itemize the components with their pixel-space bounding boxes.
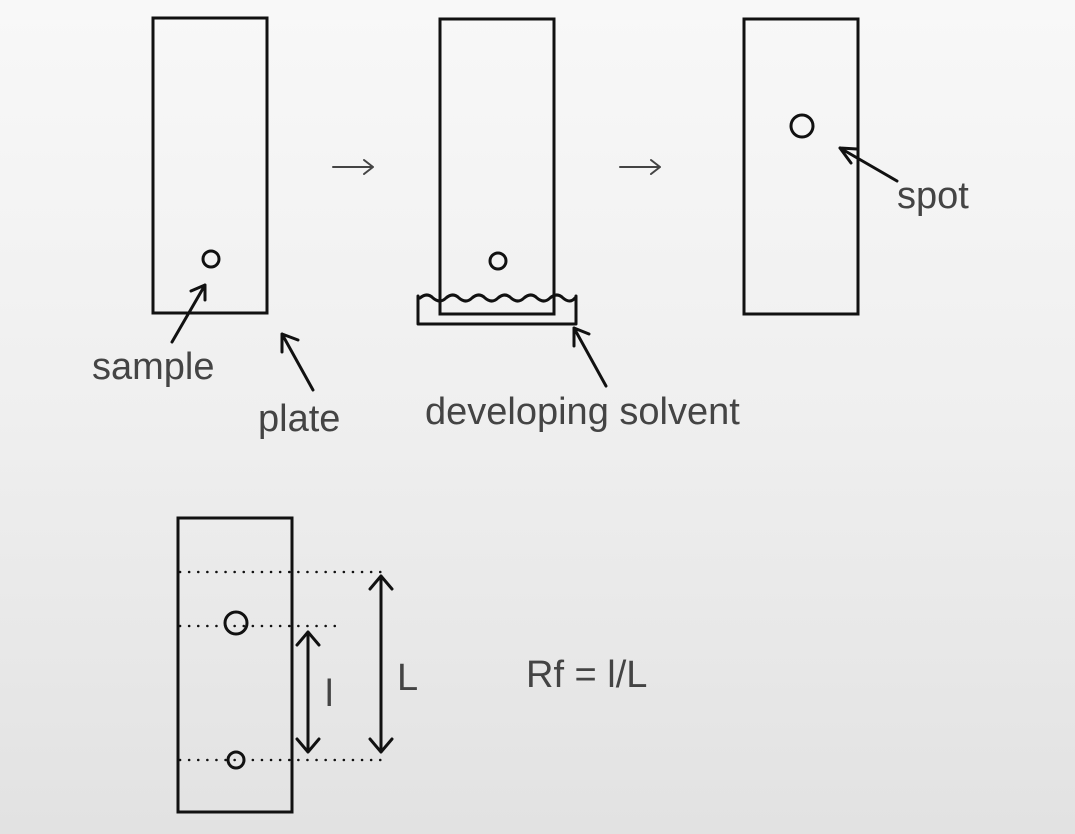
plate-2 [438,17,556,316]
spot-pointer-arrow [838,146,899,183]
step-3-developed-plate [742,17,899,316]
sample-spot-2 [488,251,508,271]
sample-label: sample [92,346,215,388]
developing-solvent-label: developing solvent [425,391,740,433]
plate-label: plate [258,398,340,440]
step-arrow-1-icon [332,159,374,175]
step-1-plate-with-sample [151,16,315,392]
sample-spot [201,249,221,269]
plate-1 [151,16,269,315]
rf-formula: Rf = l/L [526,654,647,696]
developed-spot [789,113,815,139]
rf-measurement-diagram [176,516,394,814]
solvent-surface [418,293,577,303]
large-distance-label: L [397,657,418,699]
large-distance-arrow [368,574,394,754]
measured-spot [223,610,249,636]
step-2-plate-in-solvent [416,17,608,388]
plate-3 [742,17,860,316]
plate-pointer-arrow [280,332,315,392]
sample-pointer-arrow [170,283,207,344]
solvent-tray [416,294,578,326]
small-distance-arrow [295,630,321,754]
spot-label: spot [897,175,969,217]
small-distance-label: l [325,673,333,715]
step-arrow-2-icon [619,159,661,175]
solvent-pointer-arrow [572,326,608,388]
origin-spot [226,750,246,770]
measurement-plate [176,516,294,814]
